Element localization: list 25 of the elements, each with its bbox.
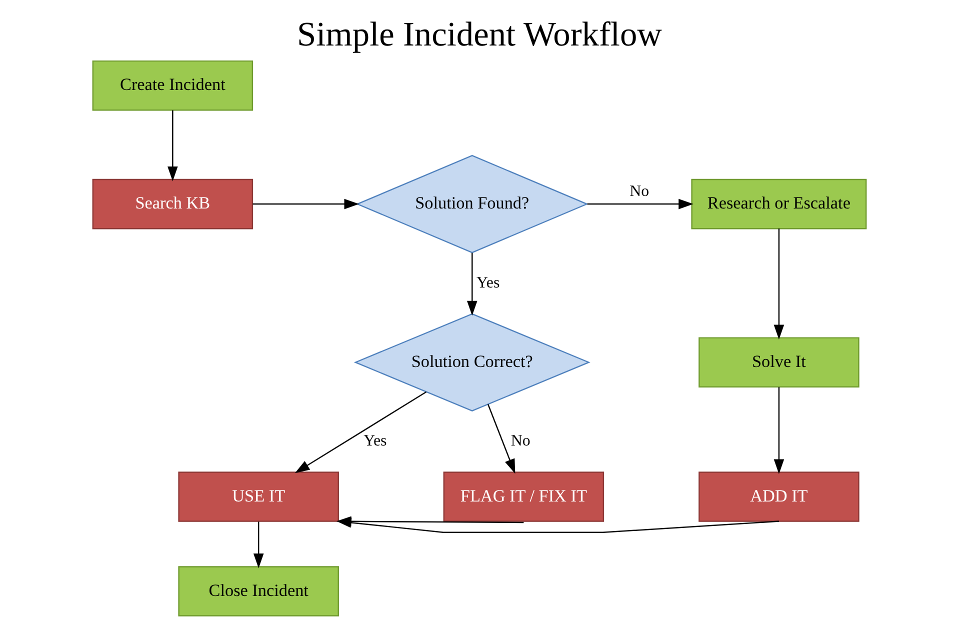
node-box: Solve It	[698, 337, 859, 388]
node-box: Close Incident	[178, 566, 338, 616]
edge-label: Yes	[363, 432, 386, 450]
diagram-title: Simple Incident Workflow	[296, 16, 662, 54]
edge-label: Yes	[476, 274, 500, 292]
arrow	[252, 198, 358, 210]
arrow	[773, 387, 784, 474]
node-box: Create Incident	[92, 60, 253, 111]
arrow	[336, 518, 778, 533]
node-box: Search KB	[92, 178, 253, 230]
arrow	[466, 252, 477, 316]
arrow	[586, 198, 693, 210]
arrow	[167, 110, 178, 182]
node-box: FLAG IT / FIX IT	[442, 472, 604, 522]
arrow	[773, 228, 784, 340]
node-box: USE IT	[178, 472, 338, 522]
arrow	[486, 404, 515, 474]
arrow	[294, 391, 426, 474]
arrow	[252, 522, 264, 568]
node-box: ADD IT	[698, 472, 859, 522]
edge-label: No	[629, 182, 649, 200]
node-diamond: Solution Correct?	[353, 313, 590, 412]
node-box: Research or Escalate	[690, 178, 866, 230]
node-diamond: Solution Found?	[355, 154, 588, 254]
edge-label: No	[510, 432, 530, 450]
